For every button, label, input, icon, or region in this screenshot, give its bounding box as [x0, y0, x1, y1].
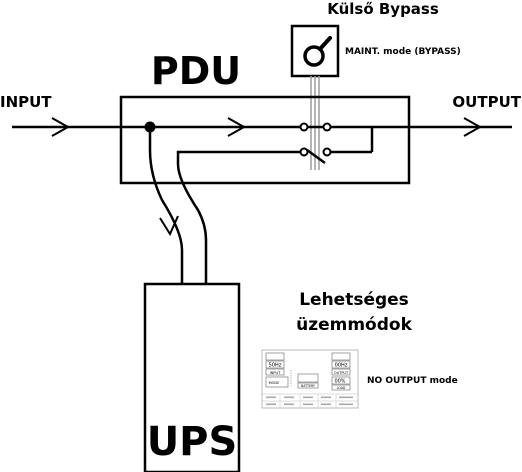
lcd-load-box: LOAD [337, 386, 346, 390]
input-label: INPUT [0, 93, 52, 111]
pdu-arrow-icon [227, 117, 247, 137]
bypass-title: Külső Bypass [327, 0, 439, 18]
lcd-battery-box: BATTERY [301, 384, 315, 388]
ups-return-line [176, 150, 300, 283]
bypass-switch-box [290, 24, 340, 78]
ups-feed-line [148, 127, 184, 283]
pdu-box [119, 95, 411, 185]
lcd-input-box: INPUT [270, 371, 281, 375]
bypass-contact-lower [299, 147, 332, 165]
ups-feed-arrow-icon [159, 215, 179, 237]
ups-box [143, 282, 241, 472]
lcd-input-freq: 50Hz [269, 363, 282, 369]
ups-title: UPS [147, 419, 238, 465]
input-arrow-icon [51, 117, 71, 137]
modes-title-line2: üzemmódok [296, 315, 412, 335]
output-label: OUTPUT [452, 93, 521, 111]
modes-title-line1: Lehetséges [299, 290, 409, 310]
lcd-panel: 50Hz INPUT 00Hz OUTPUT MODE BATTERY 00% … [261, 349, 359, 409]
lcd-output-box: OUTPUT [334, 371, 349, 375]
mode-name-label: NO OUTPUT mode [367, 376, 458, 386]
output-tie-line [331, 127, 374, 154]
maintenance-bypass-switch[interactable] [290, 24, 340, 78]
bypass-contact-upper [299, 122, 332, 132]
pdu-title: PDU [151, 49, 241, 93]
maint-mode-label: MAINT. mode (BYPASS) [345, 47, 461, 57]
lcd-load-pct: 00% [334, 379, 345, 385]
lcd-mode-box: MODE [269, 381, 280, 385]
lcd-output-freq: 00Hz [335, 363, 348, 369]
output-arrow-icon [463, 117, 483, 137]
rotary-switch-icon [303, 36, 332, 67]
